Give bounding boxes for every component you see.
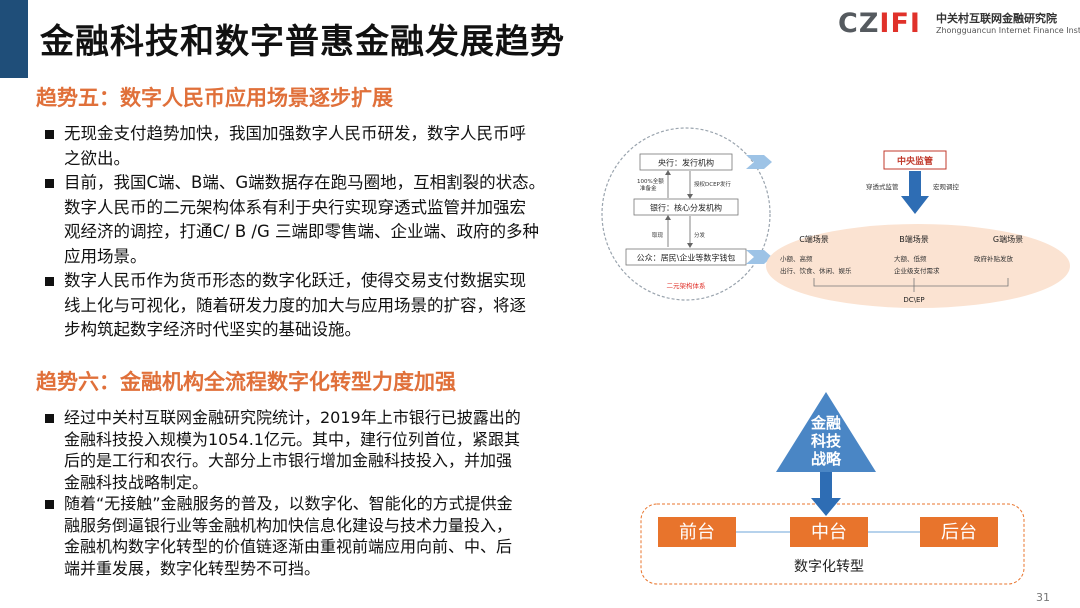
front-office-label: 前台 bbox=[679, 522, 715, 543]
g-scene-item: 政府补贴发放 bbox=[974, 254, 1014, 263]
trend6-bullet-list: 经过中关村互联网金融研究院统计，2019年上市银行已披露出的 金融科技投入规模为… bbox=[40, 407, 600, 579]
central-bank-box bbox=[639, 153, 733, 171]
middle-office-label: 中台 bbox=[811, 522, 847, 543]
scene-ellipse bbox=[766, 224, 1070, 308]
strategy-arrow-shaft bbox=[820, 472, 832, 500]
dual-system-label: 二元架构体系 bbox=[667, 281, 707, 290]
b-scene-title: B端场景 bbox=[899, 234, 929, 244]
strategy-triangle-line: 战略 bbox=[811, 450, 842, 468]
distribute-arrow-head bbox=[687, 243, 693, 248]
front-office-box bbox=[658, 517, 736, 547]
public-box bbox=[625, 248, 747, 266]
transformation-caption: 数字化转型 bbox=[794, 559, 864, 575]
bank-box bbox=[633, 198, 739, 216]
supervision-arrow-shaft bbox=[909, 171, 921, 197]
list-item: 经过中关村互联网金融研究院统计，2019年上市银行已披露出的 金融科技投入规模为… bbox=[40, 407, 600, 493]
reserve-label-1: 100%全额 bbox=[637, 177, 664, 185]
back-office-box bbox=[920, 517, 998, 547]
bullet-square-icon bbox=[45, 277, 54, 286]
chevron-right-icon bbox=[746, 250, 772, 264]
strategy-arrow-head bbox=[811, 498, 841, 516]
bullet-square-icon bbox=[45, 414, 54, 423]
macro-control-label: 宏观调控 bbox=[933, 182, 960, 191]
chevron-right-icon bbox=[746, 155, 772, 169]
middle-office-box bbox=[790, 517, 868, 547]
dual-system-circle bbox=[601, 127, 771, 301]
central-bank-label: 央行：发行机构 bbox=[658, 158, 714, 168]
reserve-label-2: 准备金 bbox=[640, 184, 657, 192]
strategy-triangle bbox=[776, 392, 876, 472]
c-scene-item: 小额、高频 bbox=[780, 254, 813, 263]
strategy-triangle-line: 科技 bbox=[811, 432, 842, 450]
trend5-bullet-list: 无现金支付趋势加快，我国加强数字人民币研发，数字人民币呼 之欲出。 目前，我国C… bbox=[40, 122, 600, 343]
exchange-label: 取现 bbox=[652, 232, 664, 239]
back-office-label: 后台 bbox=[941, 522, 977, 543]
list-item: 目前，我国C端、B端、G端数据存在跑马圈地，互相割裂的状态。 数字人民币的二元架… bbox=[40, 171, 600, 269]
logo-name-cn: 中关村互联网金融研究院 bbox=[936, 12, 1057, 25]
c-scene-title: C端场景 bbox=[799, 234, 829, 244]
b-scene-item: 大额、低频 bbox=[894, 254, 927, 263]
reserve-arrow-head bbox=[665, 170, 671, 175]
bullet-square-icon bbox=[45, 500, 54, 509]
institute-logo: CZIFI 中关村互联网金融研究院 Zhongguancun Internet … bbox=[838, 8, 1080, 44]
list-item: 随着“无接触”金融服务的普及，以数字化、智能化的方式提供金 融服务倒逼银行业等金… bbox=[40, 493, 600, 579]
c-scene-item: 出行、饮食、休闲、娱乐 bbox=[780, 266, 852, 275]
issue-arrow-head bbox=[687, 194, 693, 199]
page-title: 金融科技和数字普惠金融发展趋势 bbox=[40, 22, 565, 62]
title-accent-bar bbox=[0, 0, 28, 78]
exchange-arrow-head bbox=[665, 215, 671, 220]
regulator-label: 中央监管 bbox=[897, 155, 933, 167]
list-item: 数字人民币作为货币形态的数字化跃迁，使得交易支付数据实现 线上化与可视化，随着研… bbox=[40, 269, 600, 343]
scene-bracket bbox=[813, 278, 1009, 287]
bullet-square-icon bbox=[45, 179, 54, 188]
logo-mark: CZIFI bbox=[838, 8, 921, 39]
authorize-issue-label: 授权DCEP发行 bbox=[694, 180, 731, 188]
b-scene-item: 企业级支付需求 bbox=[894, 266, 940, 275]
dcep-architecture-diagram: 央行：发行机构 100%全额 准备金 授权DCEP发行 银行：核心分发机构 取现… bbox=[601, 127, 1070, 308]
page-number: 31 bbox=[1036, 591, 1050, 604]
digital-transformation-diagram: 金融 科技 战略 前台 中台 后台 数字化转型 bbox=[640, 392, 1025, 585]
public-label: 公众：居民\企业等数字钱包 bbox=[637, 253, 736, 263]
trend5-heading: 趋势五：数字人民币应用场景逐步扩展 bbox=[36, 86, 393, 110]
penetrate-supervision-label: 穿透式监管 bbox=[866, 182, 899, 191]
bank-label: 银行：核心分发机构 bbox=[650, 203, 722, 213]
distribute-label: 分发 bbox=[694, 231, 706, 239]
trend6-heading: 趋势六：金融机构全流程数字化转型力度加强 bbox=[36, 370, 456, 394]
strategy-triangle-line: 金融 bbox=[810, 414, 841, 432]
dcep-label: DC\EP bbox=[903, 296, 924, 304]
bullet-square-icon bbox=[45, 130, 54, 139]
list-item: 无现金支付趋势加快，我国加强数字人民币研发，数字人民币呼 之欲出。 bbox=[40, 122, 600, 171]
logo-name-en: Zhongguancun Internet Finance Institute bbox=[936, 26, 1080, 35]
g-scene-title: G端场景 bbox=[993, 234, 1023, 244]
regulator-box bbox=[883, 150, 947, 170]
supervision-arrow-head bbox=[901, 196, 929, 214]
